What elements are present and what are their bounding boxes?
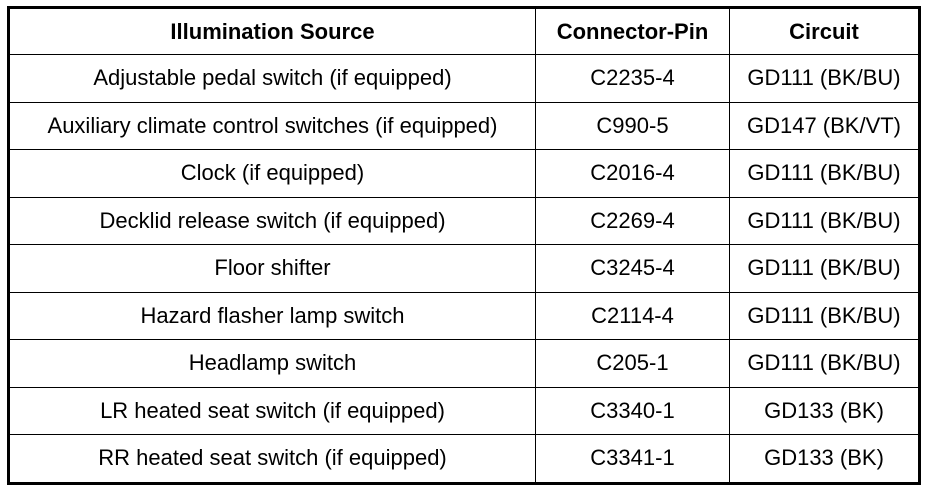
header-illumination-source: Illumination Source — [8, 7, 536, 55]
cell-circuit: GD111 (BK/BU) — [729, 54, 920, 103]
cell-connector-pin: C2016-4 — [535, 149, 730, 198]
cell-connector-pin: C2235-4 — [535, 54, 730, 103]
table-row: Adjustable pedal switch (if equipped) C2… — [8, 54, 920, 103]
table-header-row: Illumination Source Connector-Pin Circui… — [8, 7, 920, 55]
cell-connector-pin: C3340-1 — [535, 386, 730, 435]
header-circuit: Circuit — [729, 7, 920, 55]
cell-illumination-source: Headlamp switch — [8, 339, 536, 388]
cell-illumination-source: RR heated seat switch (if equipped) — [8, 434, 536, 484]
cell-circuit: GD133 (BK) — [729, 386, 920, 435]
cell-connector-pin: C990-5 — [535, 101, 730, 150]
table-row: Floor shifter C3245-4 GD111 (BK/BU) — [8, 244, 920, 293]
table-row: RR heated seat switch (if equipped) C334… — [8, 434, 920, 484]
cell-circuit: GD111 (BK/BU) — [729, 291, 920, 340]
illumination-table-container: Illumination Source Connector-Pin Circui… — [7, 6, 921, 485]
cell-connector-pin: C2114-4 — [535, 291, 730, 340]
cell-illumination-source: LR heated seat switch (if equipped) — [8, 386, 536, 435]
cell-illumination-source: Floor shifter — [8, 244, 536, 293]
cell-illumination-source: Decklid release switch (if equipped) — [8, 196, 536, 245]
table-row: Hazard flasher lamp switch C2114-4 GD111… — [8, 291, 920, 340]
cell-circuit: GD111 (BK/BU) — [729, 339, 920, 388]
cell-connector-pin: C205-1 — [535, 339, 730, 388]
table-row: LR heated seat switch (if equipped) C334… — [8, 386, 920, 435]
cell-circuit: GD111 (BK/BU) — [729, 196, 920, 245]
cell-illumination-source: Clock (if equipped) — [8, 149, 536, 198]
cell-circuit: GD133 (BK) — [729, 434, 920, 484]
table-row: Decklid release switch (if equipped) C22… — [8, 196, 920, 245]
table-row: Auxiliary climate control switches (if e… — [8, 101, 920, 150]
cell-illumination-source: Adjustable pedal switch (if equipped) — [8, 54, 536, 103]
cell-connector-pin: C2269-4 — [535, 196, 730, 245]
cell-illumination-source: Auxiliary climate control switches (if e… — [8, 101, 536, 150]
cell-illumination-source: Hazard flasher lamp switch — [8, 291, 536, 340]
cell-circuit: GD111 (BK/BU) — [729, 149, 920, 198]
cell-connector-pin: C3245-4 — [535, 244, 730, 293]
illumination-table: Illumination Source Connector-Pin Circui… — [7, 6, 921, 485]
cell-circuit: GD147 (BK/VT) — [729, 101, 920, 150]
table-row: Headlamp switch C205-1 GD111 (BK/BU) — [8, 339, 920, 388]
cell-circuit: GD111 (BK/BU) — [729, 244, 920, 293]
table-row: Clock (if equipped) C2016-4 GD111 (BK/BU… — [8, 149, 920, 198]
header-connector-pin: Connector-Pin — [535, 7, 730, 55]
cell-connector-pin: C3341-1 — [535, 434, 730, 484]
